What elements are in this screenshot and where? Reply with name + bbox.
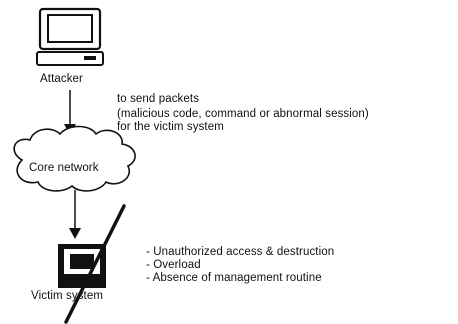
threat-item-2: - Overload: [146, 259, 201, 271]
strike-through-slash: [64, 204, 126, 324]
victim-label: Victim system: [31, 290, 104, 302]
threat-item-3: - Absence of management routine: [146, 272, 322, 284]
attacker-label: Attacker: [40, 73, 83, 85]
send-note-line-1: to send packets: [117, 93, 200, 105]
send-note-line-3: for the victim system: [117, 121, 224, 133]
core-network-cloud-icon: [13, 125, 136, 192]
send-note-line-2: (malicious code, command or abnormal ses…: [117, 108, 369, 120]
threat-item-1: - Unauthorized access & destruction: [146, 246, 335, 258]
arrow-to-victim: [69, 190, 81, 239]
core-network-label: Core network: [29, 162, 99, 174]
victim-computer-icon: [58, 244, 106, 288]
attacker-computer-icon: [36, 7, 104, 66]
